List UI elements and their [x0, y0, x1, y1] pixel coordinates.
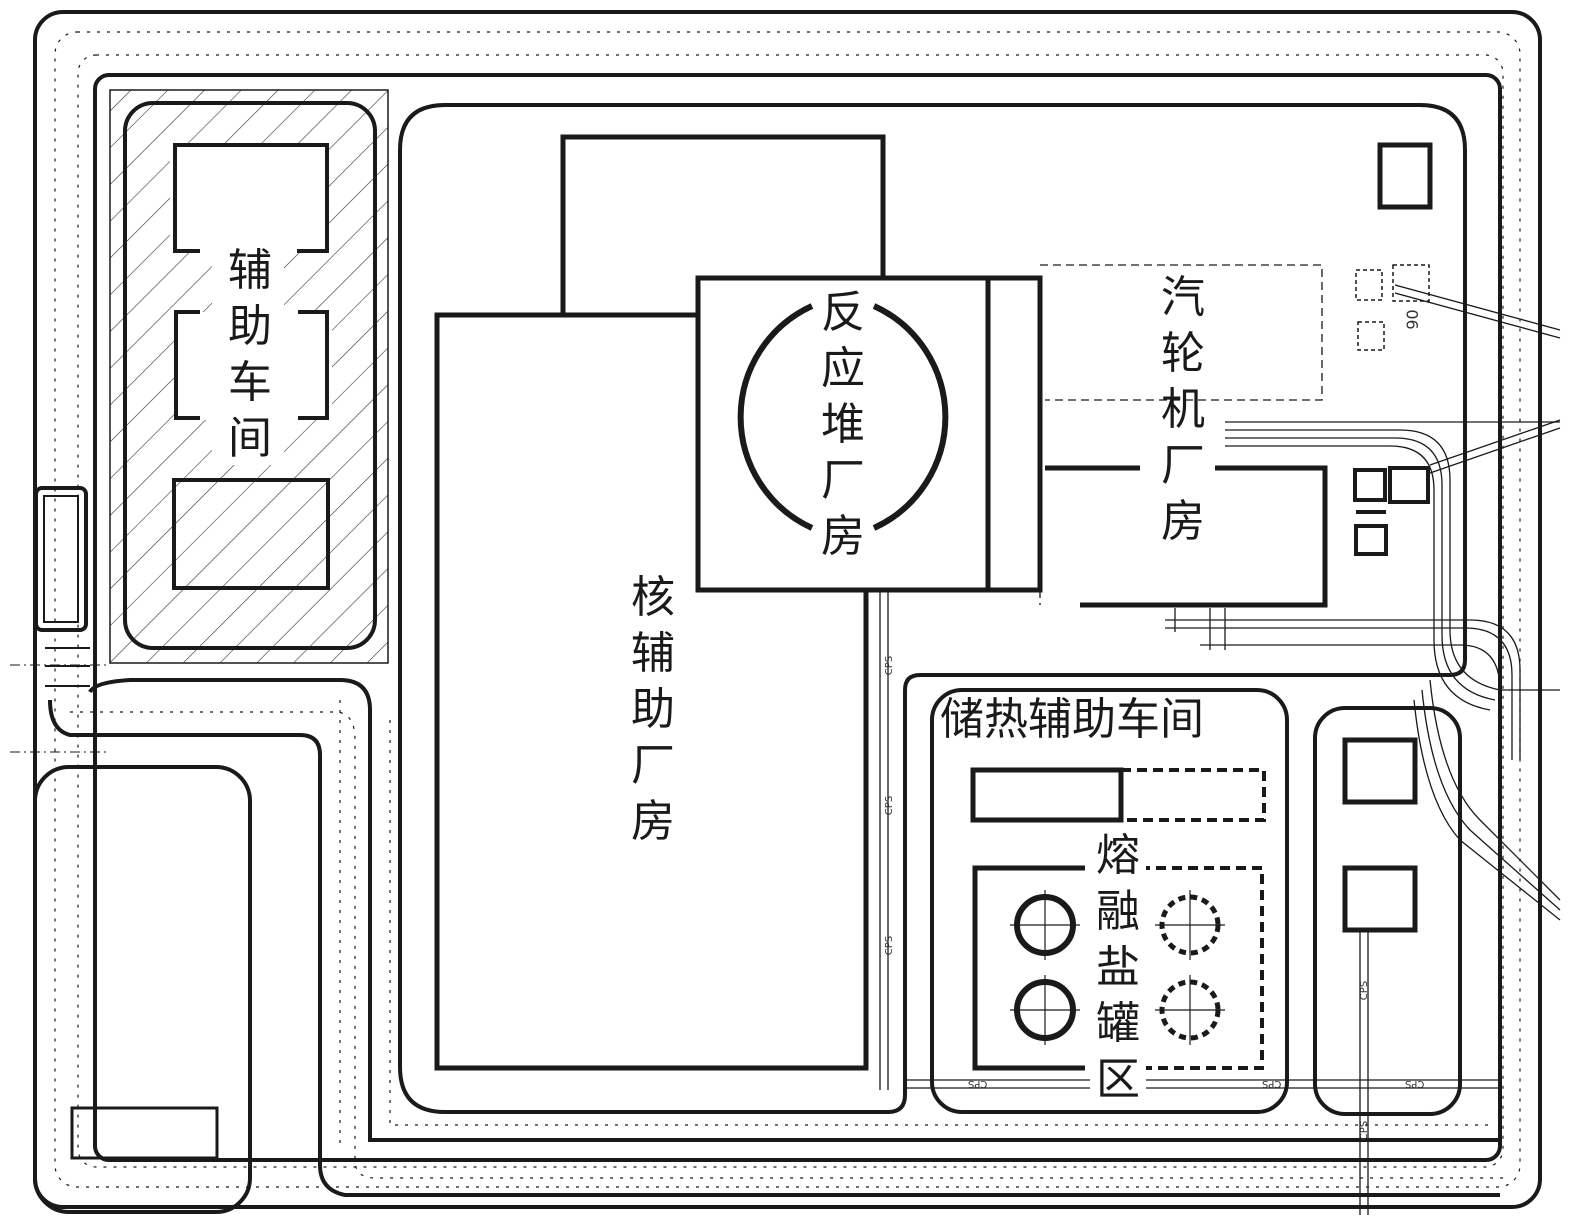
aux-workshop-zone	[109, 89, 389, 664]
turbine-building-label: 汽 轮 机 厂 房	[1161, 272, 1205, 547]
left-strip	[10, 486, 110, 753]
pipe-tag: CPS	[884, 935, 896, 956]
reactor-building-label: 反 应 堆 厂 房	[821, 287, 865, 562]
pipe-tag: CPS	[884, 655, 896, 676]
pipe-tag: CPS	[1262, 1078, 1282, 1089]
grid-tag: 06	[1402, 309, 1422, 330]
pipe-tag: CPS	[884, 795, 896, 816]
inner-road	[48, 103, 1510, 1197]
nuclear-aux-building-label: 核 辅 助 厂 房	[631, 572, 675, 847]
parking-area	[33, 765, 252, 1214]
pipe-tag: CPS	[968, 1078, 988, 1089]
pipe-bundles	[879, 284, 1561, 1215]
right-equipment	[1353, 142, 1433, 556]
molten-salt-tank-area-label: 熔 融 盐 罐 区	[1090, 828, 1146, 1108]
aux-workshop-label: 辅 助 车 间	[228, 245, 272, 464]
turbine-building	[1039, 264, 1328, 608]
reactor-building	[695, 275, 1043, 593]
pipe-tag: CPS	[1405, 1078, 1425, 1089]
heat-storage-workshop	[930, 688, 1462, 1116]
pipe-tag: CPS	[1359, 980, 1371, 1001]
pipe-tag: CPS	[1359, 1120, 1371, 1141]
heat-storage-workshop-label: 储热辅助车间	[940, 694, 1204, 745]
